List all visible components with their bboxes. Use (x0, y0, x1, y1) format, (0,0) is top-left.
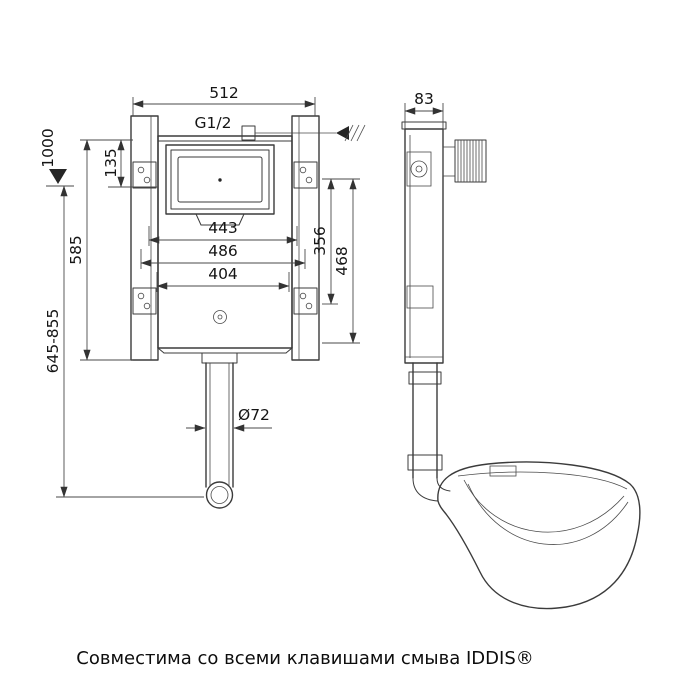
threaded-connector (454, 139, 487, 183)
dim-width-outer: 486 (140, 242, 306, 269)
dim-depth: 83 (404, 90, 444, 129)
dim-label-83: 83 (414, 90, 434, 108)
dim-label-443: 443 (208, 219, 238, 237)
dim-top-offset: 135 (80, 139, 158, 188)
dim-label-585: 585 (67, 235, 85, 265)
dim-install-height: 645-855 (44, 185, 204, 498)
dim-height-right: 356 468 (311, 178, 360, 344)
dim-label-inlet-thread: G1/2 (195, 114, 232, 132)
cistern-side-profile (401, 121, 487, 364)
dim-label-512: 512 (209, 84, 239, 102)
toilet-bowl (437, 461, 641, 610)
dim-overall-width: 512 (132, 84, 316, 116)
dim-reference-height: 1000 (39, 128, 67, 184)
dim-label-645-855: 645-855 (44, 309, 62, 374)
cistern-tank (157, 135, 293, 354)
dim-drain-diameter: Ø72 (186, 406, 272, 432)
dim-label-468: 468 (333, 246, 351, 276)
dim-label-486: 486 (208, 242, 238, 260)
mounting-frame (130, 115, 320, 361)
dim-label-1000: 1000 (39, 128, 57, 167)
dim-label-404: 404 (208, 265, 238, 283)
access-panel (165, 144, 275, 226)
water-supply-symbol (336, 126, 349, 140)
side-view: 83 (401, 90, 641, 610)
inlet-valve-icon (410, 160, 428, 178)
level-marker-icon (49, 169, 67, 184)
compatibility-text: Совместима со всеми клавишами смыва IDDI… (76, 648, 534, 669)
dim-label-356: 356 (311, 226, 329, 256)
dim-label-drain-diameter: Ø72 (238, 406, 270, 424)
flush-pipe-side (407, 362, 451, 502)
drain-pipe (201, 352, 238, 509)
drain-mark-icon (213, 310, 227, 324)
dim-frame-height: 585 (67, 139, 133, 361)
dim-width-inner: 443 (148, 219, 298, 246)
dim-label-135: 135 (102, 148, 120, 178)
front-view: 512 G1/2 135 585 645-855 1000 (39, 84, 366, 509)
water-inlet (241, 124, 366, 142)
dim-width-panel: 404 (156, 265, 290, 292)
